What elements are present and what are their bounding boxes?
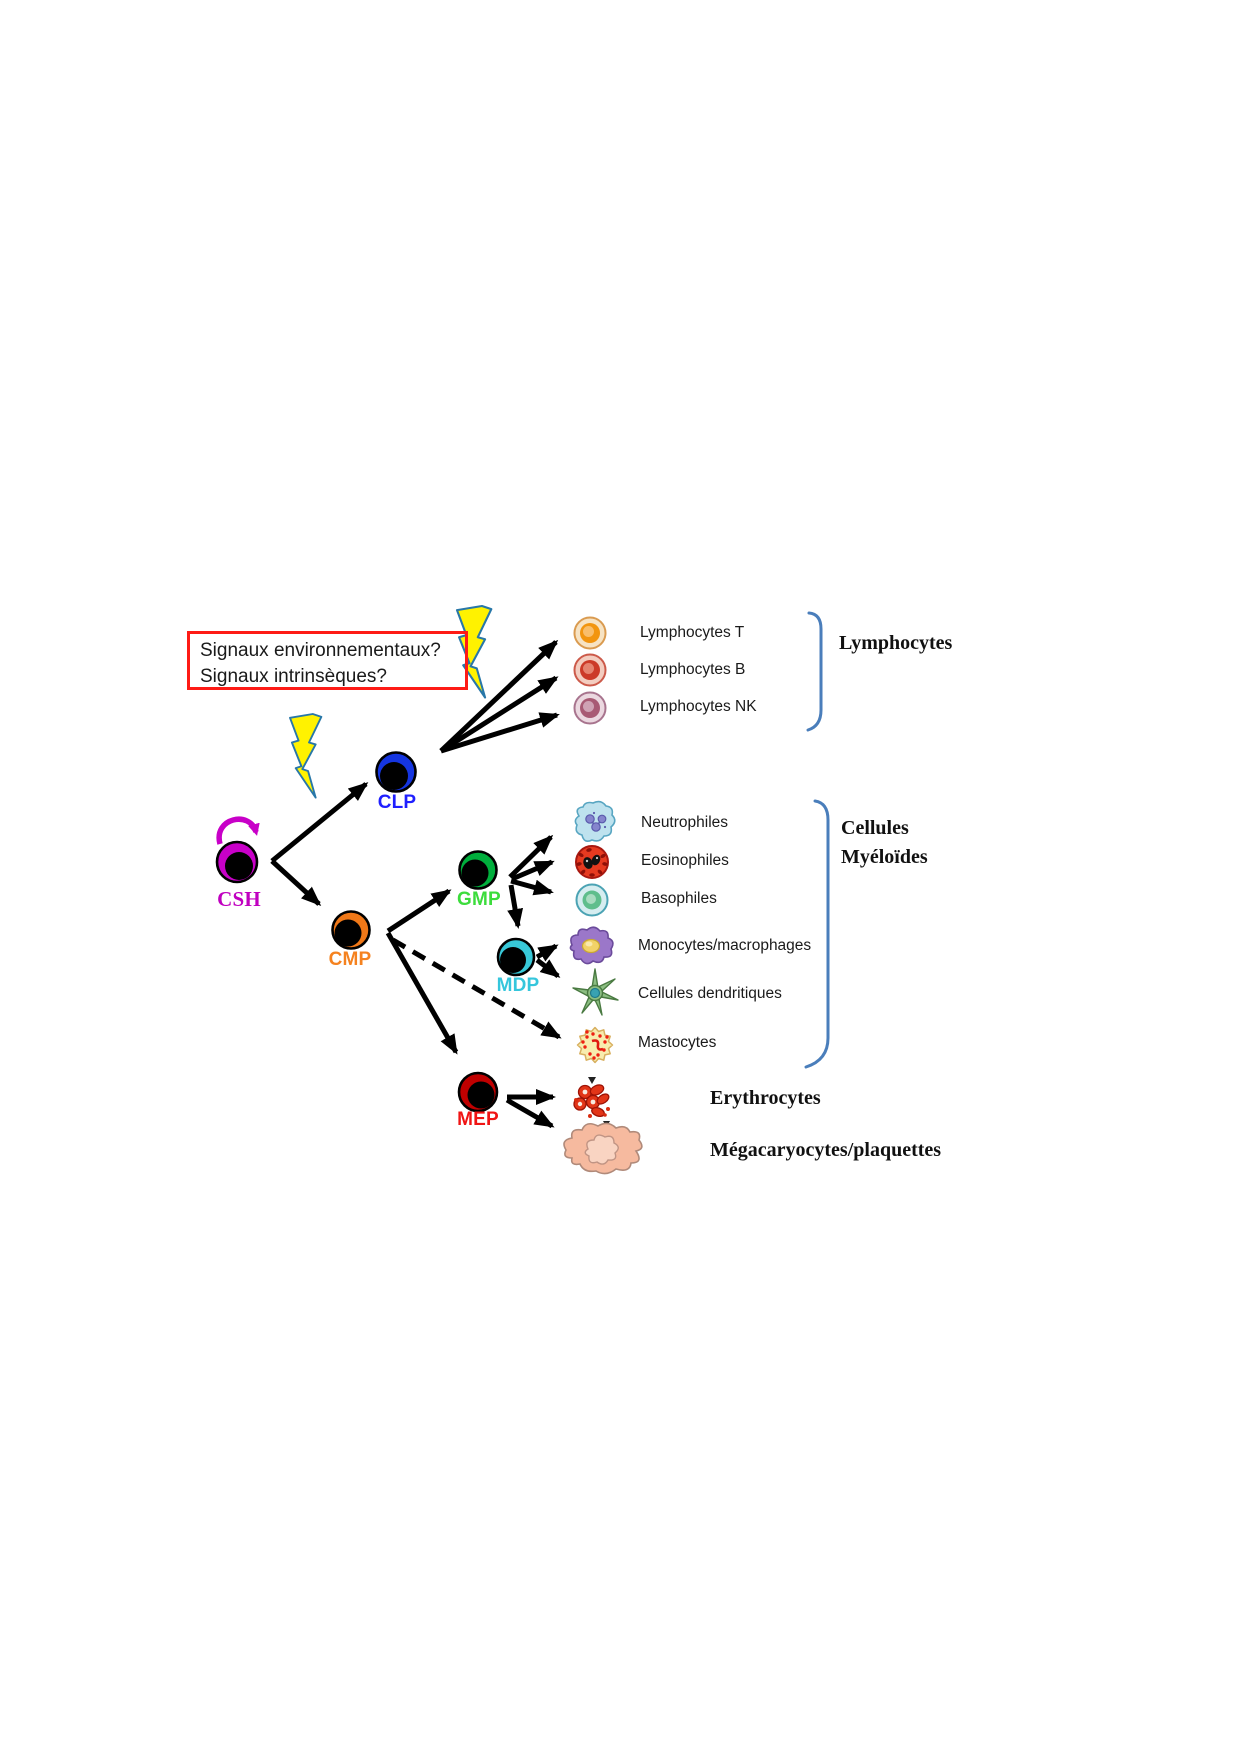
myeloid-bracket [804,799,830,1069]
arrow-csh-cmp [270,859,322,907]
erythrocytes-icon [573,1084,610,1118]
arrow-clp-lymphocyte-nk [440,712,560,754]
lymphocyte-t-icon [573,616,607,650]
dendritic-cell-icon [572,968,619,1016]
small-arrow-to-erythrocytes-icon [588,1077,596,1084]
monocyte-macrophage-icon [569,926,614,965]
cmp-label: CMP [328,949,372,970]
question-line-1: Signaux environnementaux? [200,640,441,661]
lymphocyte-nk-label: Lymphocytes NK [640,698,757,715]
erythrocytes-header: Erythrocytes [710,1087,821,1109]
arrow-csh-clp [270,782,369,863]
basophil-icon [575,883,609,917]
lymphocyte-b-icon [573,653,607,687]
question-box: Signaux environnementaux? Signaux intrin… [187,631,468,690]
arrow-clp-lymphocyte-b [439,675,559,754]
megakaryocyte-icon [563,1122,643,1175]
cmp-cell-icon [331,910,371,950]
csh-cell-icon [215,840,259,884]
clp-label: CLP [377,792,417,813]
neutrophil-icon [574,800,616,842]
arrow-clp-lymphocyte-t [439,639,559,753]
gmp-cell-icon [458,850,498,890]
arrow-gmp-neutrophil [508,834,554,879]
neutrophils-label: Neutrophiles [641,814,729,831]
eosinophil-icon [575,845,609,879]
self-renewal-arrow-icon [216,816,260,845]
arrow-cmp-mep [385,931,459,1055]
lymphocytes-header: Lymphocytes [839,632,953,654]
arrow-mdp-dendritic [535,958,561,978]
arrow-cmp-gmp [386,888,452,934]
mep-cell-icon [457,1071,499,1113]
megakaryocytes-platelets-header: Mégacaryocytes/plaquettes [710,1139,942,1161]
arrow-mep-megakaryocyte [505,1097,555,1129]
mast-cells-label: Mastocytes [638,1034,717,1051]
question-line-2: Signaux intrinsèques? [200,666,387,687]
gmp-label: GMP [457,889,501,910]
csh-label: CSH [217,887,261,911]
basophils-label: Basophiles [641,890,717,907]
arrow-gmp-basophil [510,878,554,896]
mast-cell-icon [576,1026,614,1064]
mdp-cell-icon [496,937,536,977]
myeloid-header: Cellules Myéloïdes [841,817,928,869]
eosinophils-label: Eosinophiles [641,852,729,869]
lymphocyte-t-label: Lymphocytes T [640,624,745,641]
differentiation-arrows [270,639,562,1129]
arrow-cmp-mastocyte-dashed [391,937,562,1040]
dendritic-cells-label: Cellules dendritiques [638,985,782,1002]
myeloid-header-line1: Cellules [841,817,909,839]
arrow-mdp-monocyte [535,943,559,962]
clp-cell-icon [375,751,417,793]
myeloid-header-line2: Myéloïdes [841,846,928,868]
lymphoid-bracket [806,611,823,732]
mdp-label: MDP [496,975,540,996]
lymphocyte-b-label: Lymphocytes B [640,661,746,678]
monocytes-macrophages-label: Monocytes/macrophages [638,937,812,954]
lightning-bolt-lower-icon [289,713,323,799]
arrow-gmp-eosinophil [511,859,555,882]
mep-label: MEP [457,1109,499,1130]
lymphocyte-nk-icon [573,691,607,725]
arrow-gmp-mdp [507,884,524,929]
